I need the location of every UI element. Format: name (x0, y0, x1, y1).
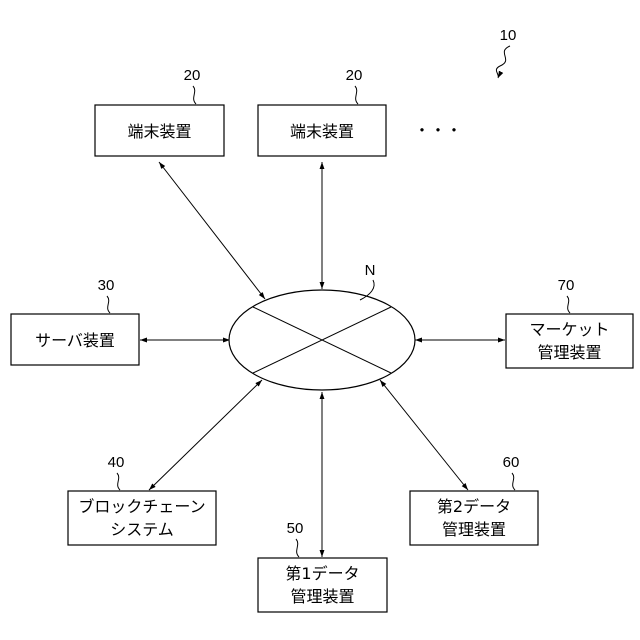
more-terminals-ellipsis: ・・・ (414, 121, 462, 140)
data-manager-2-ref: 60 (503, 454, 520, 471)
server-ref: 30 (98, 277, 115, 294)
blockchain-leader (117, 473, 120, 490)
system-ref-squiggle (496, 46, 510, 78)
market-manager-label-line-1: マーケット (529, 320, 609, 339)
market-manager-ref: 70 (558, 277, 575, 294)
data-manager-2-label-line-1: 第2データ (437, 497, 511, 516)
server-node: サーバ装置 (11, 314, 139, 365)
connector-data-mgr-2 (380, 380, 468, 490)
data-manager-1-node: 第1データ 管理装置 (258, 558, 387, 612)
connector-terminal-1 (159, 162, 265, 299)
market-manager-leader (567, 296, 570, 313)
server-leader (107, 296, 110, 313)
data-manager-1-label-line-1: 第1データ (285, 564, 359, 583)
data-manager-1-ref: 50 (287, 520, 304, 537)
terminal-node-2: 端末装置 (258, 105, 386, 156)
terminal-1-ref: 20 (184, 67, 201, 84)
market-manager-label-line-2: 管理装置 (537, 343, 601, 362)
server-label: サーバ装置 (35, 331, 115, 350)
market-manager-node: マーケット 管理装置 (506, 314, 633, 368)
terminal-2-leader (355, 86, 358, 104)
blockchain-ref: 40 (108, 454, 125, 471)
data-manager-1-leader (296, 539, 299, 557)
terminal-1-label: 端末装置 (127, 122, 191, 141)
connector-blockchain (149, 380, 262, 490)
network-node (229, 290, 415, 390)
terminal-node-1: 端末装置 (95, 105, 224, 156)
terminal-2-label: 端末装置 (290, 122, 354, 141)
data-manager-2-node: 第2データ 管理装置 (410, 491, 538, 545)
terminal-2-ref: 20 (346, 67, 363, 84)
system-ref-label: 10 (500, 27, 517, 44)
data-manager-2-label-line-2: 管理装置 (442, 520, 506, 539)
blockchain-label-line-1: ブロックチェーン (78, 497, 205, 516)
data-manager-2-leader (512, 473, 515, 490)
data-manager-1-label-line-2: 管理装置 (290, 587, 354, 606)
blockchain-node: ブロックチェーン システム (68, 491, 216, 545)
network-label: N (365, 262, 376, 279)
blockchain-label-line-2: システム (110, 520, 174, 539)
terminal-1-leader (193, 86, 196, 104)
